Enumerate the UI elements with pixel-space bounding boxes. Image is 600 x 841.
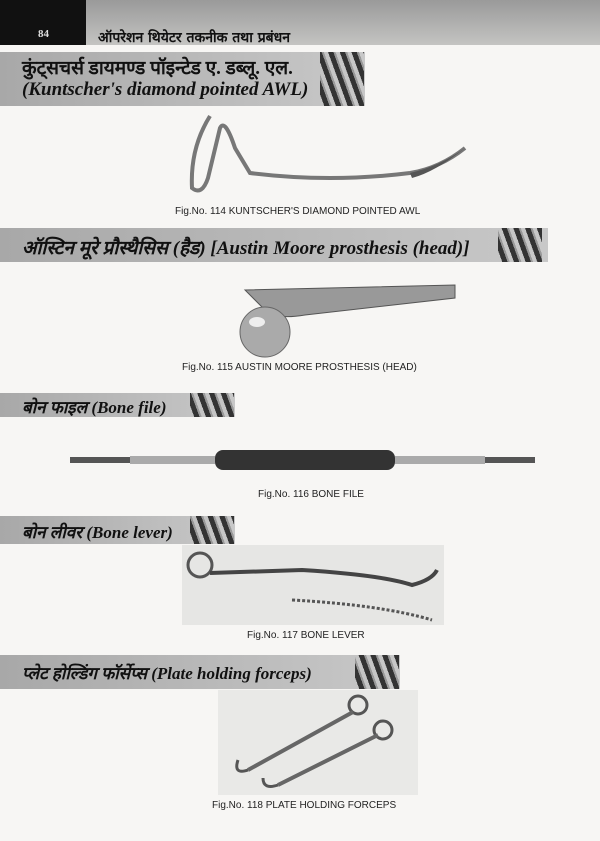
heading-title: बोन फाइल (Bone file) (22, 398, 167, 417)
bone-lever-image (182, 545, 444, 625)
figure-caption: Fig.No. 117 BONE LEVER (247, 630, 365, 641)
running-title: ऑपरेशन थियेटर तकनीक तथा प्रबंधन (98, 30, 291, 46)
top-band (0, 0, 600, 45)
heading-title: ऑस्टिन मूरे प्रौस्थैसिस (हैड) [Austin Mo… (22, 238, 470, 259)
section-heading-bone-file: बोन फाइल (Bone file) (0, 393, 235, 417)
figure-caption: Fig.No. 116 BONE FILE (258, 489, 364, 500)
heading-title: प्लेट होल्डिंग फॉर्सेप्स (Plate holding … (22, 664, 312, 683)
section-heading-forceps: प्लेट होल्डिंग फॉर्सेप्स (Plate holding … (0, 655, 400, 689)
page-number: 84 (38, 28, 49, 40)
heading-title: बोन लीवर (Bone lever) (22, 523, 173, 542)
heading-english: (Kuntscher's diamond pointed AWL) (22, 79, 309, 100)
page-number-box: 84 (0, 0, 86, 45)
forceps-image (218, 690, 418, 795)
prosthesis-image (239, 284, 456, 358)
bone-file-image (70, 450, 535, 470)
section-heading-prosthesis: ऑस्टिन मूरे प्रौस्थैसिस (हैड) [Austin Mo… (0, 228, 548, 262)
awl-image (189, 114, 467, 193)
section-heading-bone-lever: बोन लीवर (Bone lever) (0, 516, 235, 544)
figure-caption: Fig.No. 118 PLATE HOLDING FORCEPS (212, 800, 397, 811)
figure-caption: Fig.No. 115 AUSTIN MOORE PROSTHESIS (HEA… (182, 362, 417, 373)
figure-caption: Fig.No. 114 KUNTSCHER'S DIAMOND POINTED … (175, 206, 421, 217)
heading-hindi: कुंट्सचर्स डायमण्ड पॉइन्टेड ए. डब्लू. एल… (22, 58, 293, 79)
section-heading-awl: कुंट्सचर्स डायमण्ड पॉइन्टेड ए. डब्लू. एल… (0, 52, 365, 106)
